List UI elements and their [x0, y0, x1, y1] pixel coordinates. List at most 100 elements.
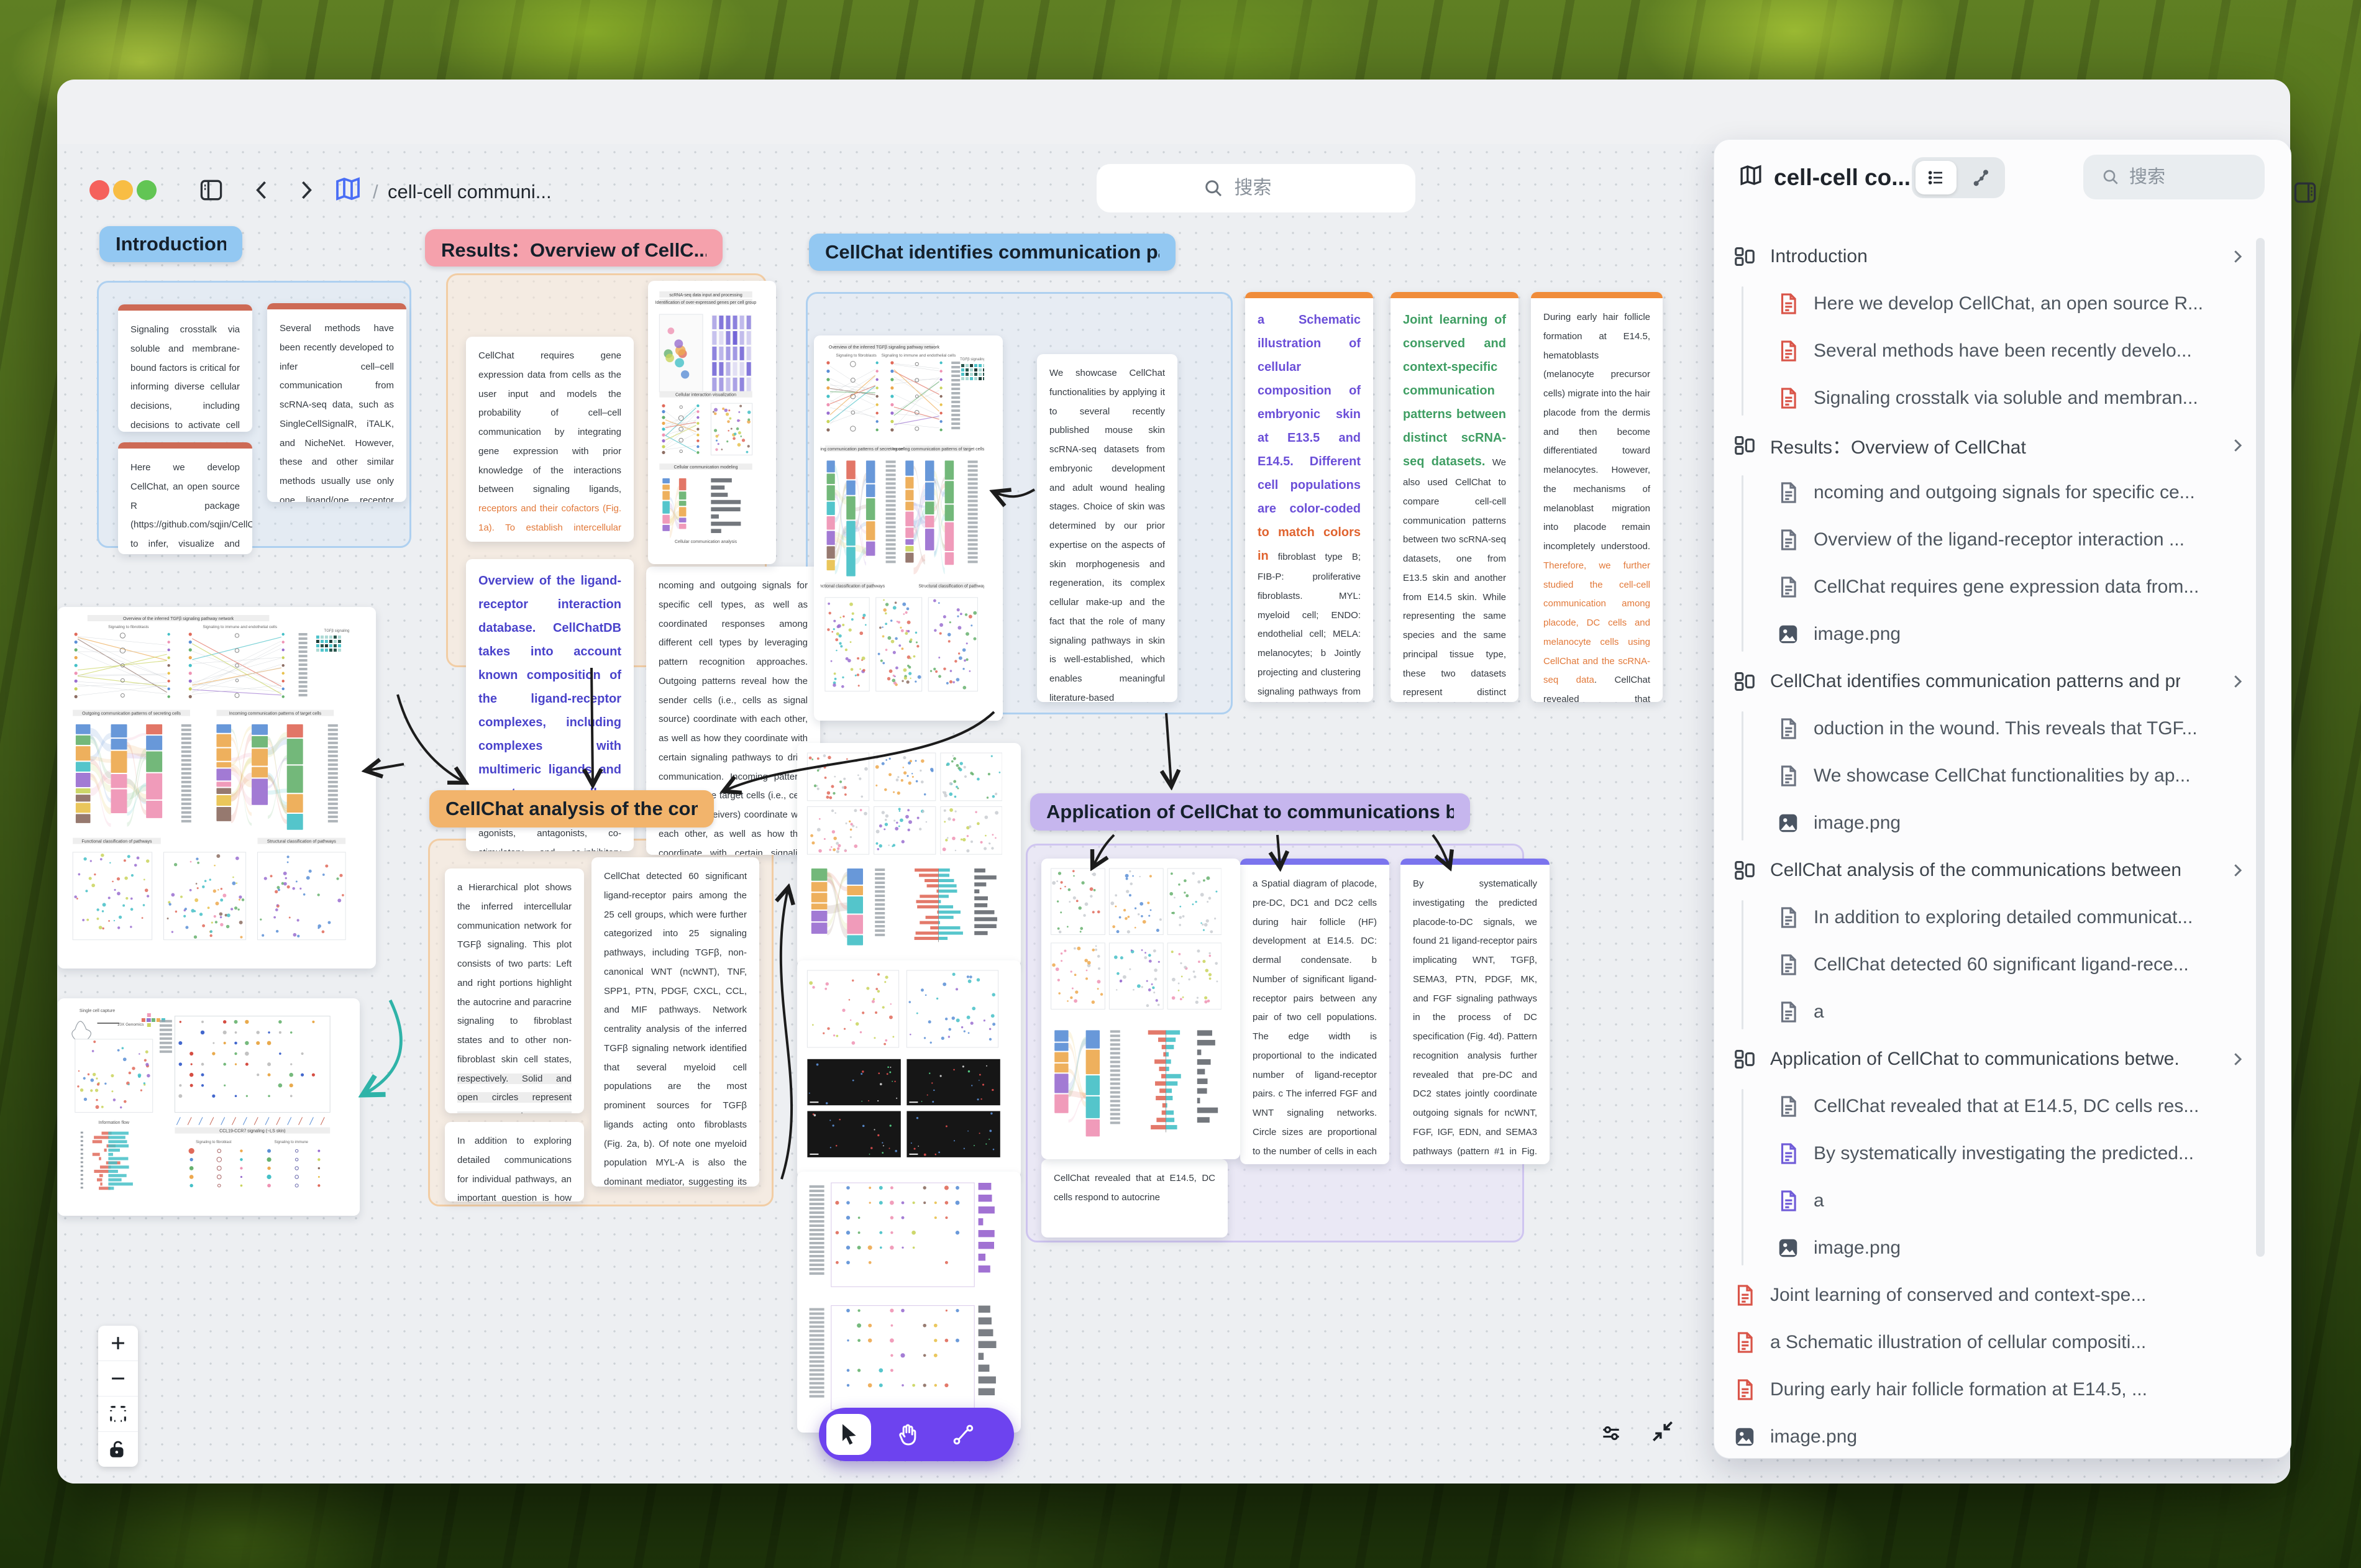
note-card-intro-2[interactable]: Several methods have been recently devel… — [267, 303, 406, 502]
group-pill-label: Results：Overview of CellC... — [441, 239, 706, 261]
figure-card-strip-3[interactable] — [797, 1172, 1021, 1433]
note-card-app-2[interactable]: By systematically investigating the pred… — [1400, 859, 1550, 1164]
sidebar-doc-item[interactable]: We showcase CellChat functionalities by … — [1776, 756, 2190, 796]
canvas-toolbar — [819, 1408, 1014, 1461]
sidebar-search[interactable] — [2083, 155, 2265, 199]
sidebar-doc-item[interactable]: a — [1776, 992, 1824, 1032]
card-color-bar — [118, 442, 252, 449]
sidebar-doc-item[interactable]: a — [1776, 1181, 1824, 1221]
note-card-identifies-1[interactable]: We showcase CellChat functionalities by … — [1037, 354, 1177, 702]
select-tool[interactable] — [826, 1414, 871, 1455]
card-text: a Schematic illustration of cellular com… — [1258, 313, 1361, 697]
item-label: Signaling crosstalk via soluble and memb… — [1814, 388, 2198, 408]
svg-text:Signaling to immune: Signaling to immune — [275, 1141, 309, 1144]
collapse-icon[interactable] — [1649, 1418, 1676, 1445]
item-label: oduction in the wound. This reveals that… — [1814, 718, 2198, 739]
map-icon[interactable] — [333, 174, 363, 204]
sidebar-doc-item[interactable]: In addition to exploring detailed commun… — [1776, 898, 2193, 937]
group-pill-identifies[interactable]: CellChat identifies communication pa... — [809, 234, 1176, 271]
sidebar-section[interactable]: Results：Overview of CellChat — [1733, 426, 2026, 465]
sidebar-doc-item[interactable]: CellChat detected 60 significant ligand-… — [1776, 945, 2189, 985]
zoom-button[interactable] — [137, 180, 157, 200]
sidebar-image-item[interactable]: image.png — [1733, 1417, 1857, 1457]
group-pill-results[interactable]: Results：Overview of CellC... — [425, 229, 723, 267]
note-card-analysis-1[interactable]: a Hierarchical plot shows the inferred i… — [445, 868, 584, 1113]
sidebar-doc-item[interactable]: CellChat revealed that at E14.5, DC cell… — [1776, 1087, 2199, 1126]
sidebar-doc-item[interactable]: oduction in the wound. This reveals that… — [1776, 709, 2198, 749]
sidebar-doc-item[interactable]: Signaling crosstalk via soluble and memb… — [1776, 378, 2198, 418]
arrange-sliders-icon[interactable] — [1599, 1421, 1623, 1445]
sidebar-doc-item[interactable]: a Schematic illustration of cellular com… — [1733, 1323, 2146, 1362]
sidebar-image-item[interactable]: image.png — [1776, 614, 1901, 654]
fit-view-button[interactable] — [98, 1397, 138, 1432]
note-card-app-3[interactable]: CellChat revealed that at E14.5, DC cell… — [1041, 1159, 1228, 1238]
note-card-results-1[interactable]: CellChat requires gene expression data f… — [466, 337, 634, 542]
group-pill-analysis[interactable]: CellChat analysis of the com... — [429, 790, 714, 827]
expand-chevron-icon[interactable] — [2228, 672, 2247, 691]
forward-icon[interactable] — [292, 176, 319, 204]
note-card-analysis-2[interactable]: CellChat detected 60 significant ligand-… — [591, 857, 759, 1187]
sidebar-section[interactable]: CellChat analysis of the communications … — [1733, 850, 2180, 890]
note-card-joint[interactable]: Joint learning of conserved and context-… — [1391, 292, 1518, 702]
card-color-bar — [1245, 292, 1373, 298]
expand-chevron-icon[interactable] — [2228, 436, 2247, 455]
note-card-intro-3[interactable]: Here we develop CellChat, an open source… — [118, 442, 252, 554]
section-icon — [1733, 245, 1756, 268]
connector-tool[interactable] — [943, 1415, 983, 1454]
figure-card-fig-left-1[interactable]: Overview of the inferred TGFβ signaling … — [58, 607, 376, 969]
note-card-schematic[interactable]: a Schematic illustration of cellular com… — [1245, 292, 1373, 702]
list-view-icon[interactable] — [1916, 161, 1957, 194]
search-icon — [1205, 180, 1222, 197]
figure-card-identifies-fig[interactable]: Overview of the inferred TGFβ signaling … — [814, 335, 1003, 721]
note-card-intro-1[interactable]: Signaling crosstalk via soluble and memb… — [118, 304, 252, 432]
figure-card-app-fig[interactable] — [1041, 859, 1240, 1159]
sidebar-doc-item[interactable]: ncoming and outgoing signals for specifi… — [1776, 473, 2195, 513]
global-search[interactable] — [1097, 164, 1415, 212]
sidebar-doc-item[interactable]: Joint learning of conserved and context-… — [1733, 1275, 2146, 1315]
sidebar-doc-item[interactable]: By systematically investigating the pred… — [1776, 1134, 2194, 1174]
minimize-button[interactable] — [113, 180, 133, 200]
sidebar-doc-item[interactable]: Several methods have been recently devel… — [1776, 331, 2192, 371]
figure-card-strip-2[interactable] — [797, 960, 1021, 1178]
zoom-in-button[interactable] — [98, 1326, 138, 1361]
sidebar-section[interactable]: Application of CellChat to communication… — [1733, 1039, 2180, 1079]
card-text: In addition to exploring detailed commun… — [457, 1136, 572, 1201]
panel-right-icon[interactable] — [2291, 179, 2319, 206]
expand-chevron-icon[interactable] — [2228, 861, 2247, 880]
note-card-results-ncoming[interactable]: ncoming and outgoing signals for specifi… — [646, 567, 820, 855]
search-input[interactable] — [1233, 177, 1310, 199]
sidebar-image-item[interactable]: image.png — [1776, 1228, 1901, 1268]
note-card-analysis-3[interactable]: In addition to exploring detailed commun… — [445, 1122, 584, 1201]
item-label: CellChat requires gene expression data f… — [1814, 577, 2199, 597]
panel-left-icon[interactable] — [198, 176, 225, 204]
document-icon — [1776, 1095, 1800, 1118]
sidebar-doc-item[interactable]: Overview of the ligand-receptor interact… — [1776, 520, 2185, 560]
sidebar-image-item[interactable]: image.png — [1776, 803, 1901, 843]
sidebar-scrollbar[interactable] — [2256, 238, 2265, 1257]
group-pill-intro[interactable]: Introduction — [99, 226, 242, 262]
breadcrumb[interactable]: cell-cell communi... — [388, 181, 552, 203]
zoom-out-button[interactable] — [98, 1361, 138, 1397]
item-label: Application of CellChat to communication… — [1770, 1049, 2180, 1069]
sidebar-doc-item[interactable]: During early hair follicle formation at … — [1733, 1370, 2147, 1410]
note-card-app-1[interactable]: a Spatial diagram of placode, pre-DC, DC… — [1240, 859, 1389, 1164]
sidebar-search-input[interactable] — [2128, 166, 2230, 188]
expand-chevron-icon[interactable] — [2228, 1050, 2247, 1069]
sidebar-doc-item[interactable]: CellChat requires gene expression data f… — [1776, 567, 2199, 607]
sidebar-doc-item[interactable]: Here we develop CellChat, an open source… — [1776, 284, 2203, 324]
figure-image — [806, 752, 1002, 946]
pan-tool[interactable] — [887, 1415, 927, 1454]
figure-card-strip-1[interactable] — [797, 743, 1021, 967]
close-button[interactable] — [89, 180, 109, 200]
back-icon[interactable] — [249, 176, 276, 204]
sidebar-section[interactable]: CellChat identifies communication patter… — [1733, 662, 2180, 701]
section-icon — [1733, 859, 1756, 882]
expand-chevron-icon[interactable] — [2228, 247, 2247, 266]
note-card-during[interactable]: During early hair follicle formation at … — [1531, 292, 1663, 702]
graph-view-icon[interactable] — [1960, 161, 2001, 194]
sidebar-section[interactable]: Introduction — [1733, 237, 1868, 276]
lock-button[interactable] — [98, 1432, 138, 1467]
group-pill-application[interactable]: Application of CellChat to communication… — [1030, 793, 1470, 831]
